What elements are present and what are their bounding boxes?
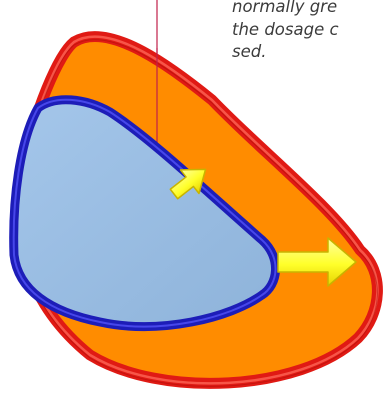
- caption-line-1: normally gre: [232, 0, 339, 19]
- caption-line-2: the dosage c: [232, 19, 339, 42]
- caption-line-3: sed.: [232, 41, 339, 64]
- caption-text: normally gre the dosage c sed.: [232, 0, 339, 64]
